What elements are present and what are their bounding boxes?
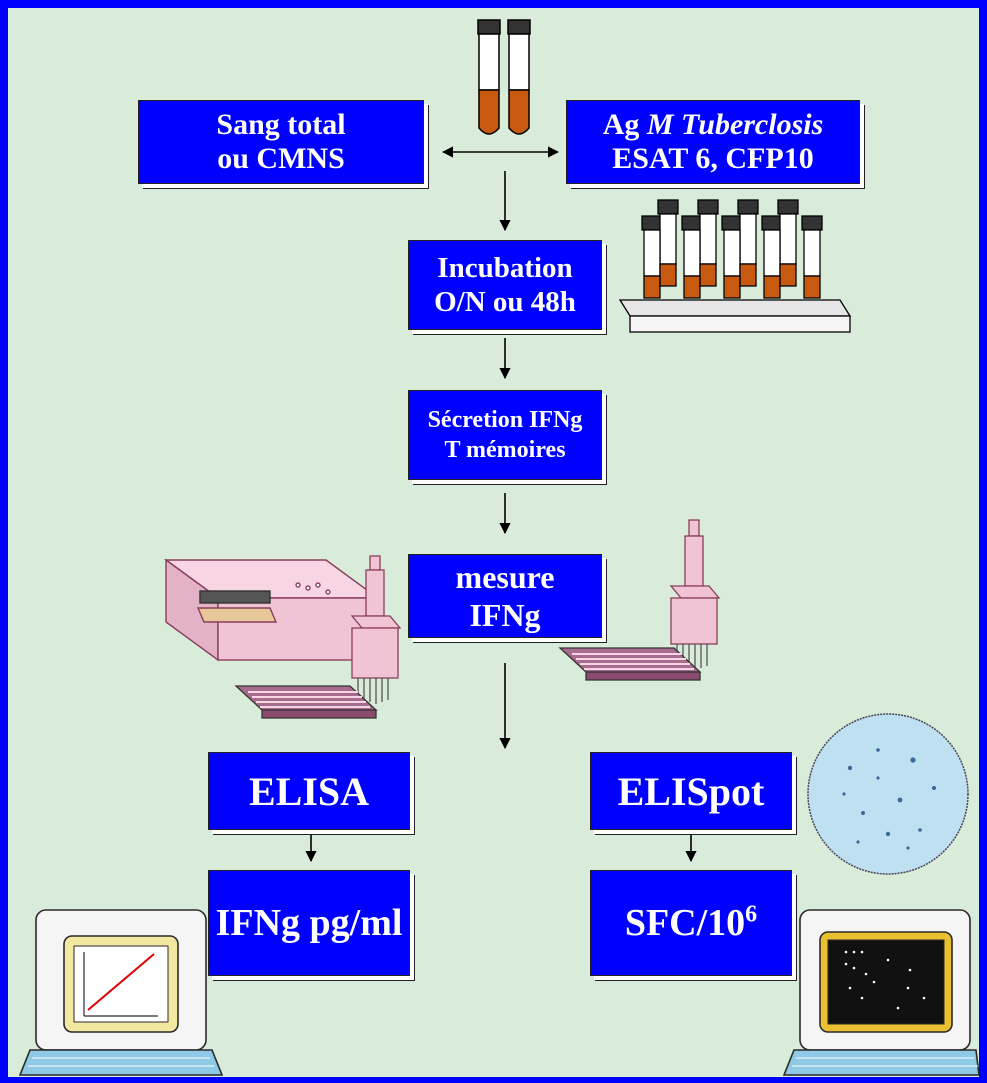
computer-curve-icon (18, 909, 224, 1076)
secretion-box: Sécretion IFNg T mémoires (408, 390, 602, 480)
secretion-line1: Sécretion IFNg (427, 407, 583, 433)
elispot-result-box: SFC/106 (590, 870, 792, 976)
sample-box: Sang total ou CMNS (138, 100, 424, 184)
elispot-result-label: SFC/106 (624, 901, 758, 944)
incubation-line2: O/N ou 48h (434, 286, 576, 318)
elispot-label: ELISpot (617, 768, 765, 814)
microplate-icon-right (558, 647, 702, 681)
blood-tubes-icon (477, 19, 531, 135)
multichannel-pipette-icon (350, 555, 402, 704)
sample-line2: ou CMNS (217, 142, 345, 175)
elisa-result-box: IFNg pg/ml (208, 870, 410, 976)
elispot-well-icon (807, 713, 969, 875)
elisa-result-label: IFNg pg/ml (215, 902, 403, 944)
computer-spots-icon (782, 909, 979, 1076)
incubation-line1: Incubation (437, 252, 573, 284)
microplate-icon (234, 685, 378, 719)
antigen-line1: Ag M Tuberclosis (602, 108, 824, 141)
secretion-line2: T mémoires (444, 437, 566, 463)
elisa-label: ELISA (248, 768, 370, 814)
incubation-box: Incubation O/N ou 48h (408, 240, 602, 330)
antigen-line2: ESAT 6, CFP10 (612, 142, 814, 175)
elispot-box: ELISpot (590, 752, 792, 830)
sample-line1: Sang total (216, 108, 346, 141)
tube-rack-icon (618, 199, 852, 333)
plate-reader-icon (163, 558, 381, 662)
elisa-box: ELISA (208, 752, 410, 830)
measure-line2: IFNg (469, 597, 541, 633)
diagram-canvas: Sang total ou CMNS Ag M Tuberclosis ESAT… (8, 8, 979, 1077)
connector-arrows (305, 146, 697, 863)
multichannel-pipette-icon-right (669, 519, 721, 670)
measure-box: mesure IFNg (408, 554, 602, 638)
diagram-graphics (18, 19, 979, 1076)
antigen-box: Ag M Tuberclosis ESAT 6, CFP10 (566, 100, 860, 184)
measure-line1: mesure (455, 559, 555, 595)
